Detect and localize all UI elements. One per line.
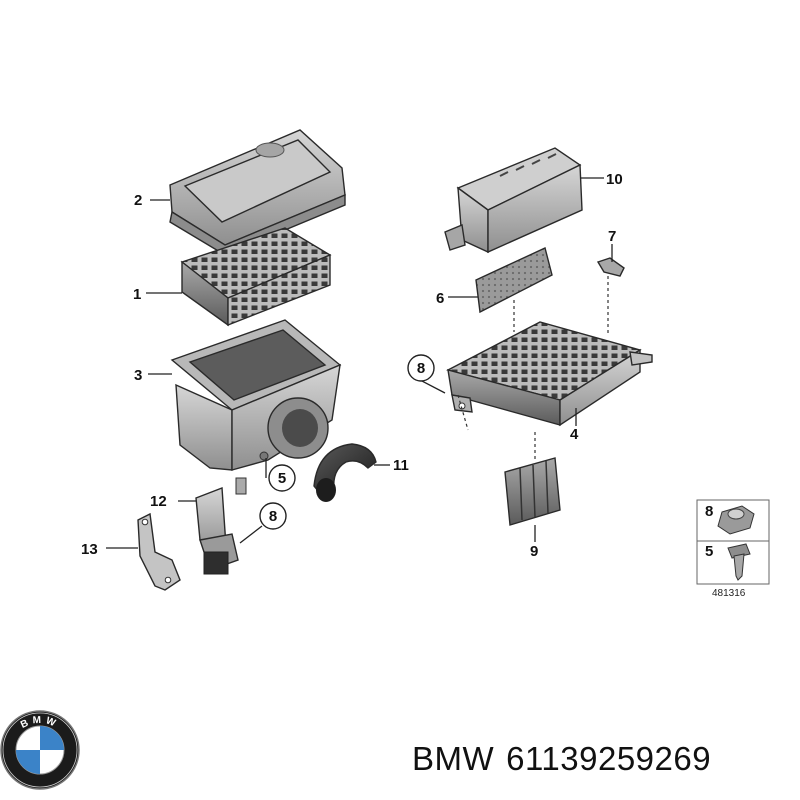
callout-8a: 8 [417,360,425,377]
callout-4: 4 [570,426,579,443]
callout-9: 9 [530,543,538,560]
bmw-logo-text: BMW [19,715,57,731]
callout-7: 7 [608,228,616,245]
callout-3: 3 [134,367,142,384]
part-1-fuse-carrier [180,227,332,327]
callout-11: 11 [393,457,409,474]
callout-1: 1 [133,286,141,303]
callout-6: 6 [436,290,444,307]
part-9-connector [504,457,561,526]
bolt-icon [727,543,751,581]
drawing-id: 481316 [712,588,746,599]
caption-part-number: 61139259269 [506,740,712,777]
callout-2: 2 [134,192,142,209]
callout-12: 12 [150,493,167,510]
caption-brand: BMW [412,740,495,777]
part-11-grommet [313,443,377,502]
callout-13: 13 [81,541,98,558]
legend-nut-label: 8 [705,503,713,520]
part-6-pad [475,247,553,314]
callout-8a-circle [407,354,435,382]
callout-8b: 8 [269,508,277,525]
part-7-clip [596,257,625,277]
bmw-logo: BMW [0,710,80,790]
part-13-plate [137,512,181,591]
legend-bolt-label: 5 [705,543,713,560]
part-3-housing [170,319,342,471]
part-2-cover [169,129,346,256]
leader-lines [106,177,613,549]
part-12-bracket [195,477,247,575]
fastener-legend: 8 5 481316 [696,499,770,599]
part-number-caption: BMW 61139259269 [412,740,711,778]
callout-10: 10 [606,171,623,188]
nut-icon [717,505,755,535]
part-4-fuse-box [446,321,653,427]
callout-5-circle [268,464,296,492]
part-10-module [444,147,583,254]
svg-text:BMW: BMW [19,715,61,731]
callout-5: 5 [278,470,286,487]
callout-8b-circle [259,502,287,530]
assembly-line-8-4 [457,394,469,431]
